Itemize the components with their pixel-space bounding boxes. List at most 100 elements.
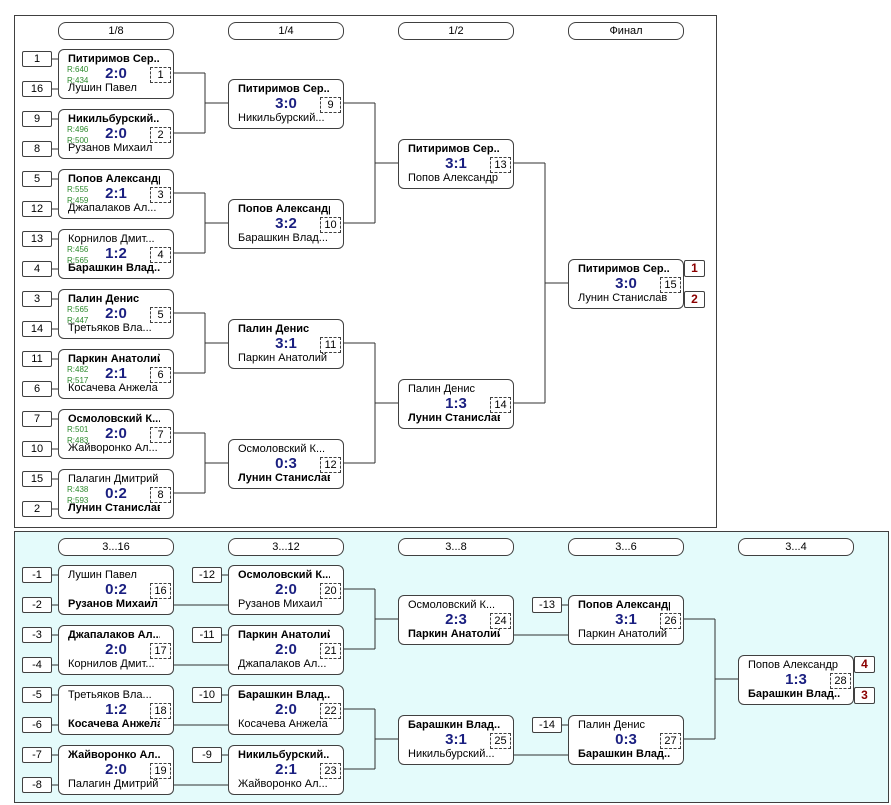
player-top-name[interactable]: Питиримов Сер... — [68, 53, 160, 65]
rating-bottom: R:434 — [67, 76, 89, 85]
player-bottom-name[interactable]: Никильбурский... — [408, 748, 495, 760]
player-top-name[interactable]: Попов Александр — [68, 173, 160, 185]
player-bottom-name[interactable]: Лунин Станислав — [578, 292, 668, 304]
player-bottom-name[interactable]: Рузанов Михаил — [68, 142, 153, 154]
round-header[interactable]: 1/2 — [398, 22, 514, 40]
player-top-name[interactable]: Попов Александр — [578, 599, 670, 611]
match-number: 28 — [830, 673, 851, 689]
player-top-name[interactable]: Питиримов Сер... — [578, 263, 670, 275]
player-bottom-name[interactable]: Косачева Анжела — [68, 382, 158, 394]
player-top-name[interactable]: Попов Александр — [748, 659, 839, 671]
player-top-name[interactable]: Никильбурский... — [68, 113, 160, 125]
player-bottom-name[interactable]: Никильбурский... — [238, 112, 325, 124]
player-top-name[interactable]: Барашкин Влад... — [408, 719, 500, 731]
player-bottom-name[interactable]: Попов Александр — [408, 172, 499, 184]
round-header[interactable]: 3...8 — [398, 538, 514, 556]
player-bottom-name[interactable]: Джапалаков Ал... — [68, 202, 157, 214]
player-top-name[interactable]: Никильбурский... — [238, 749, 330, 761]
round-header[interactable]: 1/4 — [228, 22, 344, 40]
round-header[interactable]: 1/8 — [58, 22, 174, 40]
player-top-name[interactable]: Палин Денис — [68, 293, 140, 305]
player-top-name[interactable]: Джапалаков Ал... — [68, 629, 160, 641]
player-bottom-name[interactable]: Паркин Анатолий — [578, 628, 668, 640]
player-bottom-name[interactable]: Паркин Анатолий — [238, 352, 328, 364]
player-top-name[interactable]: Паркин Анатолий — [68, 353, 160, 365]
player-bottom-name[interactable]: Лушин Павел — [68, 82, 137, 94]
player-top-name[interactable]: Корнилов Дмит... — [68, 233, 155, 245]
player-top-name[interactable]: Палин Денис — [578, 719, 646, 731]
player-top-name[interactable]: Осмоловский К... — [68, 413, 160, 425]
player-bottom-name[interactable]: Косачева Анжела — [238, 718, 328, 730]
player-top-name[interactable]: Питиримов Сер... — [238, 83, 330, 95]
round-header[interactable]: 3...12 — [228, 538, 344, 556]
round-header[interactable]: 3...6 — [568, 538, 684, 556]
match-score: 3:1 — [445, 731, 467, 748]
player-bottom-name[interactable]: Барашкин Влад... — [238, 232, 328, 244]
player-top-name[interactable]: Барашкин Влад... — [238, 689, 330, 701]
match-number: 3 — [150, 187, 171, 203]
player-top-name[interactable]: Лушин Павел — [68, 569, 137, 581]
seed-number: -6 — [22, 717, 52, 733]
player-top-name[interactable]: Попов Александр — [238, 203, 330, 215]
player-top-name[interactable]: Осмоловский К... — [238, 443, 326, 455]
player-bottom-name[interactable]: Корнилов Дмит... — [68, 658, 155, 670]
round-header[interactable]: 3...16 — [58, 538, 174, 556]
player-top-name[interactable]: Осмоловский К... — [408, 599, 496, 611]
player-bottom-name[interactable]: Паркин Анатолий — [408, 628, 500, 640]
player-top-name[interactable]: Палин Денис — [408, 383, 476, 395]
match-number: 9 — [320, 97, 341, 113]
player-bottom-name[interactable]: Барашкин Влад... — [68, 262, 160, 274]
player-bottom-name[interactable]: Барашкин Влад... — [578, 748, 670, 760]
player-bottom-name[interactable]: Палагин Дмитрий — [68, 778, 159, 790]
player-top-name[interactable]: Палин Денис — [238, 323, 310, 335]
player-bottom-name[interactable]: Жайворонко Ал... — [238, 778, 328, 790]
player-bottom-name[interactable]: Рузанов Михаил — [68, 598, 158, 610]
player-bottom-name[interactable]: Третьяков Вла... — [68, 322, 152, 334]
player-bottom-name[interactable]: Жайворонко Ал... — [68, 442, 158, 454]
player-bottom-name[interactable]: Лунин Станислав — [408, 412, 500, 424]
player-top-name[interactable]: Паркин Анатолий — [238, 629, 330, 641]
player-bottom-name[interactable]: Лунин Станислав — [68, 502, 160, 514]
player-top-name[interactable]: Жайворонко Ал... — [68, 749, 160, 761]
round-header[interactable]: 3...4 — [738, 538, 854, 556]
round-header[interactable]: Финал — [568, 22, 684, 40]
player-top-name[interactable]: Третьяков Вла... — [68, 689, 152, 701]
player-top-name[interactable]: Осмоловский К... — [238, 569, 330, 581]
player-bottom-name[interactable]: Рузанов Михаил — [238, 598, 323, 610]
player-bottom-name[interactable]: Барашкин Влад... — [748, 688, 840, 700]
match-number: 24 — [490, 613, 511, 629]
player-bottom-name[interactable]: Джапалаков Ал... — [238, 658, 327, 670]
player-bottom-name[interactable]: Лунин Станислав — [238, 472, 330, 484]
player-top-name[interactable]: Питиримов Сер... — [408, 143, 500, 155]
player-top-name[interactable]: Палагин Дмитрий — [68, 473, 159, 485]
player-bottom-name[interactable]: Косачева Анжела — [68, 718, 160, 730]
